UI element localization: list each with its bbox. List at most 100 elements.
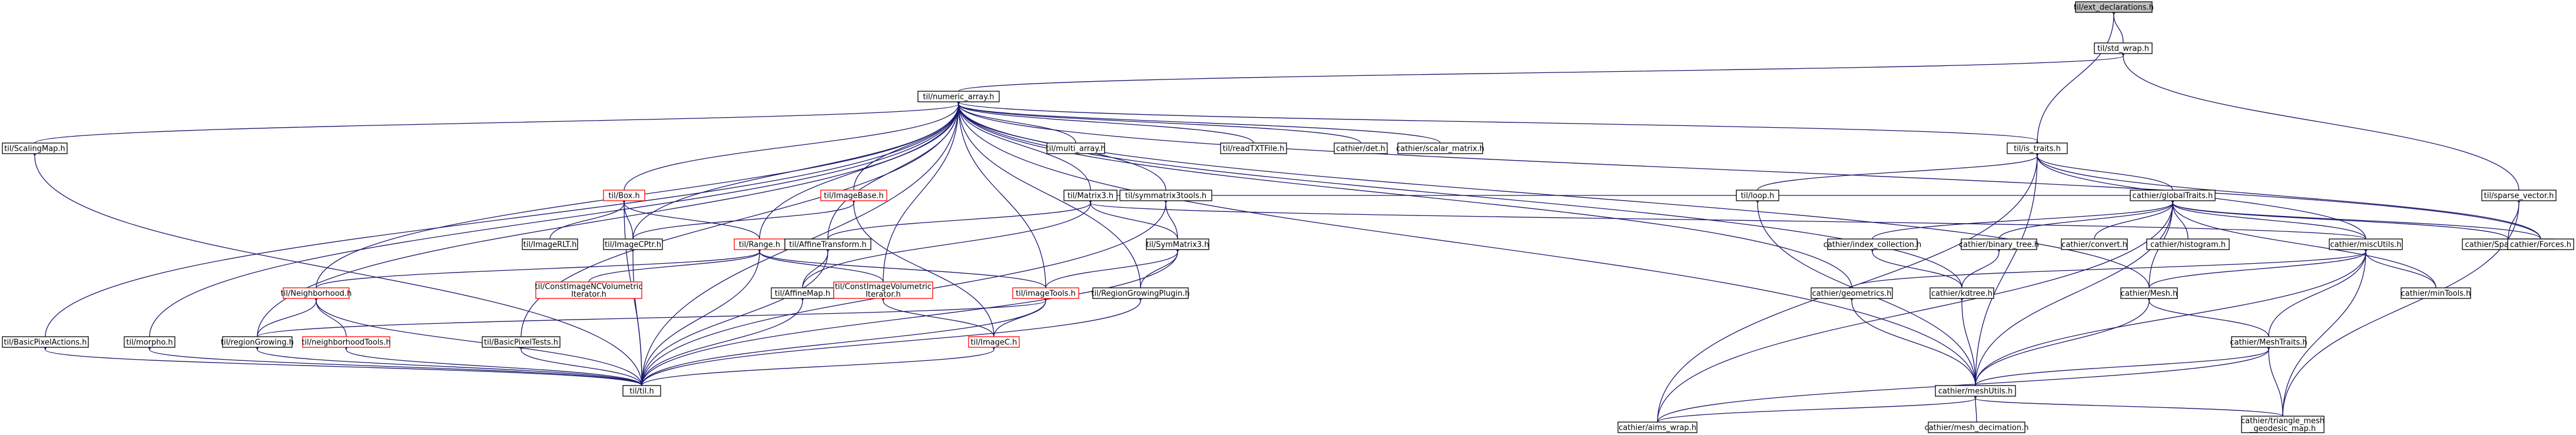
node-imagec[interactable]: til/ImageC.h <box>968 336 1020 348</box>
node-box <box>482 336 561 348</box>
node-imagecptr[interactable]: til/ImageCPtr.h <box>603 238 663 250</box>
node-box <box>124 336 175 348</box>
node-morpho[interactable]: til/morpho.h <box>124 336 175 348</box>
node-label: _geodesic_map.h <box>2249 424 2316 433</box>
node-label: cathier/index_collection.h <box>1824 241 1922 250</box>
edge-globaltraits-to-convert <box>2094 198 2176 240</box>
edge-numeric-to-bpa <box>45 99 962 337</box>
node-det[interactable]: cathier/det.h <box>1334 142 1388 154</box>
edge-numeric-to-forces <box>956 99 2541 240</box>
node-label: cathier/MeshTraits.h <box>2230 338 2307 347</box>
node-loop[interactable]: til/loop.h <box>1736 190 1779 201</box>
node-label: til/numeric_array.h <box>923 93 994 102</box>
edge-numeric-to-range <box>759 99 962 240</box>
node-bpa[interactable]: til/BasicPixelActions.h <box>2 336 89 348</box>
node-label: cathier/miscUtils.h <box>2330 241 2402 250</box>
node-label: til/SymMatrix3.h <box>1146 241 1209 250</box>
node-histogram[interactable]: cathier/histogram.h <box>2146 238 2230 250</box>
edge-globaltraits-to-meshutils <box>1975 198 2176 386</box>
edge-numeric-to-imagetools <box>956 99 1046 288</box>
node-neighborhood[interactable]: til/Neighborhood.h <box>281 287 352 299</box>
node-regionplugin[interactable]: til/RegionGrowingPlugin.h <box>1091 287 1190 299</box>
node-symtools[interactable]: til/symmatrix3tools.h <box>1119 190 1212 201</box>
node-readtxt[interactable]: til/readTXTFile.h <box>1220 142 1287 154</box>
node-box <box>2146 238 2230 250</box>
node-bptests[interactable]: til/BasicPixelTests.h <box>482 336 561 348</box>
node-nbtools[interactable]: til/neighborhoodTools.h <box>301 336 391 348</box>
edge-layer <box>32 9 2541 423</box>
node-forces[interactable]: cathier/Forces.h <box>2507 238 2574 250</box>
node-convert[interactable]: cathier/convert.h <box>2061 238 2128 250</box>
node-istraits[interactable]: til/is_traits.h <box>2007 142 2068 154</box>
node-mesh[interactable]: cathier/Mesh.h <box>2120 287 2178 299</box>
edge-geometrics-to-meshutils <box>1849 295 1976 386</box>
edge-bpa-to-til <box>42 344 642 386</box>
node-numeric[interactable]: til/numeric_array.h <box>917 91 1000 102</box>
node-mintools[interactable]: cathier/minTools.h <box>2401 287 2471 299</box>
node-box <box>1220 142 1287 154</box>
node-multi[interactable]: til/multi_array.h <box>1046 142 1106 154</box>
edge-numeric-to-det <box>956 99 1361 144</box>
edge-ext-to-stdwrap <box>2111 9 2124 44</box>
edge-sparse-to-sparsevec <box>2508 198 2522 240</box>
node-symm3[interactable]: til/SymMatrix3.h <box>1146 238 1209 250</box>
node-box <box>820 190 887 201</box>
edge-istraits-to-globaltraits <box>2034 151 2173 191</box>
node-box <box>1929 287 1994 299</box>
node-label: cathier/histogram.h <box>2150 241 2226 250</box>
node-label: til/ImageBase.h <box>824 192 883 201</box>
edge-range-to-til <box>641 247 762 386</box>
node-decimation[interactable]: cathier/mesh_decimation.h <box>1925 421 2029 433</box>
edge-neighborhood-to-til <box>313 295 642 386</box>
node-matrix3[interactable]: til/Matrix3.h <box>1063 190 1118 201</box>
node-stdwrap[interactable]: til/std_wrap.h <box>2094 42 2153 54</box>
edge-miscutils-to-mesh <box>2149 247 2369 288</box>
node-scaling[interactable]: til/ScalingMap.h <box>2 142 68 154</box>
node-imagetools[interactable]: til/imageTools.h <box>1012 287 1079 299</box>
node-indexcoll[interactable]: cathier/index_collection.h <box>1824 238 1922 250</box>
node-imagerlt[interactable]: til/ImageRLT.h <box>522 238 578 250</box>
node-box <box>622 385 661 397</box>
node-meshtraits[interactable]: cathier/MeshTraits.h <box>2230 336 2308 348</box>
node-til[interactable]: til/til.h <box>622 385 661 397</box>
node-geodesic[interactable]: cathier/triangle_mesh_geodesic_map.h <box>2241 416 2325 433</box>
edge-numeric-to-imagebase <box>853 99 962 191</box>
node-box <box>1736 190 1779 201</box>
node-label: Iterator.h <box>571 290 606 299</box>
edge-istraits-to-loop <box>1757 151 2040 191</box>
edge-imagetools-to-regiongrowing <box>257 295 1049 337</box>
node-box <box>535 281 642 299</box>
edge-numeric-to-morpho <box>149 99 962 337</box>
node-meshutils[interactable]: cathier/meshUtils.h <box>1935 385 2016 397</box>
node-label: til/ImageC.h <box>971 338 1017 347</box>
edge-stdwrap-to-numeric <box>958 51 2127 92</box>
node-label: til/readTXTFile.h <box>1223 145 1285 154</box>
node-affinemap[interactable]: til/AffineMap.h <box>771 287 834 299</box>
node-kdtree[interactable]: cathier/kdtree.h <box>1929 287 1994 299</box>
node-sparse[interactable]: til/sparse_vector.h <box>2481 190 2557 201</box>
node-geometrics[interactable]: cathier/geometrics.h <box>1811 287 1893 299</box>
node-label: cathier/minTools.h <box>2401 290 2471 298</box>
node-box[interactable]: til/Box.h <box>603 190 645 201</box>
edge-matrix3-to-affinetf <box>827 198 1093 240</box>
edge-regiongrowing-to-til <box>254 344 642 386</box>
node-scalar[interactable]: cathier/scalar_matrix.h <box>1396 142 1484 154</box>
node-aims[interactable]: cathier/aims_wrap.h <box>1617 421 1698 433</box>
edge-affinetf-to-til <box>641 247 831 386</box>
node-range[interactable]: til/Range.h <box>734 238 785 250</box>
node-binarytree[interactable]: cathier/binary_tree.h <box>1959 238 2039 250</box>
node-label: til/imageTools.h <box>1016 290 1076 298</box>
node-box <box>1397 142 1483 154</box>
node-box <box>603 238 663 250</box>
node-globaltraits[interactable]: cathier/globalTraits.h <box>2130 190 2216 201</box>
node-label: cathier/aims_wrap.h <box>1619 424 1696 433</box>
node-label: til/Neighborhood.h <box>281 290 352 298</box>
node-miscutils[interactable]: cathier/miscUtils.h <box>2329 238 2403 250</box>
node-imagebase[interactable]: til/ImageBase.h <box>820 190 887 201</box>
node-box <box>917 91 1000 102</box>
node-affinetf[interactable]: til/AffineTransform.h <box>784 238 871 250</box>
node-label: cathier/Forces.h <box>2510 241 2571 250</box>
node-regiongrowing[interactable]: til/regionGrowing.h <box>221 336 294 348</box>
